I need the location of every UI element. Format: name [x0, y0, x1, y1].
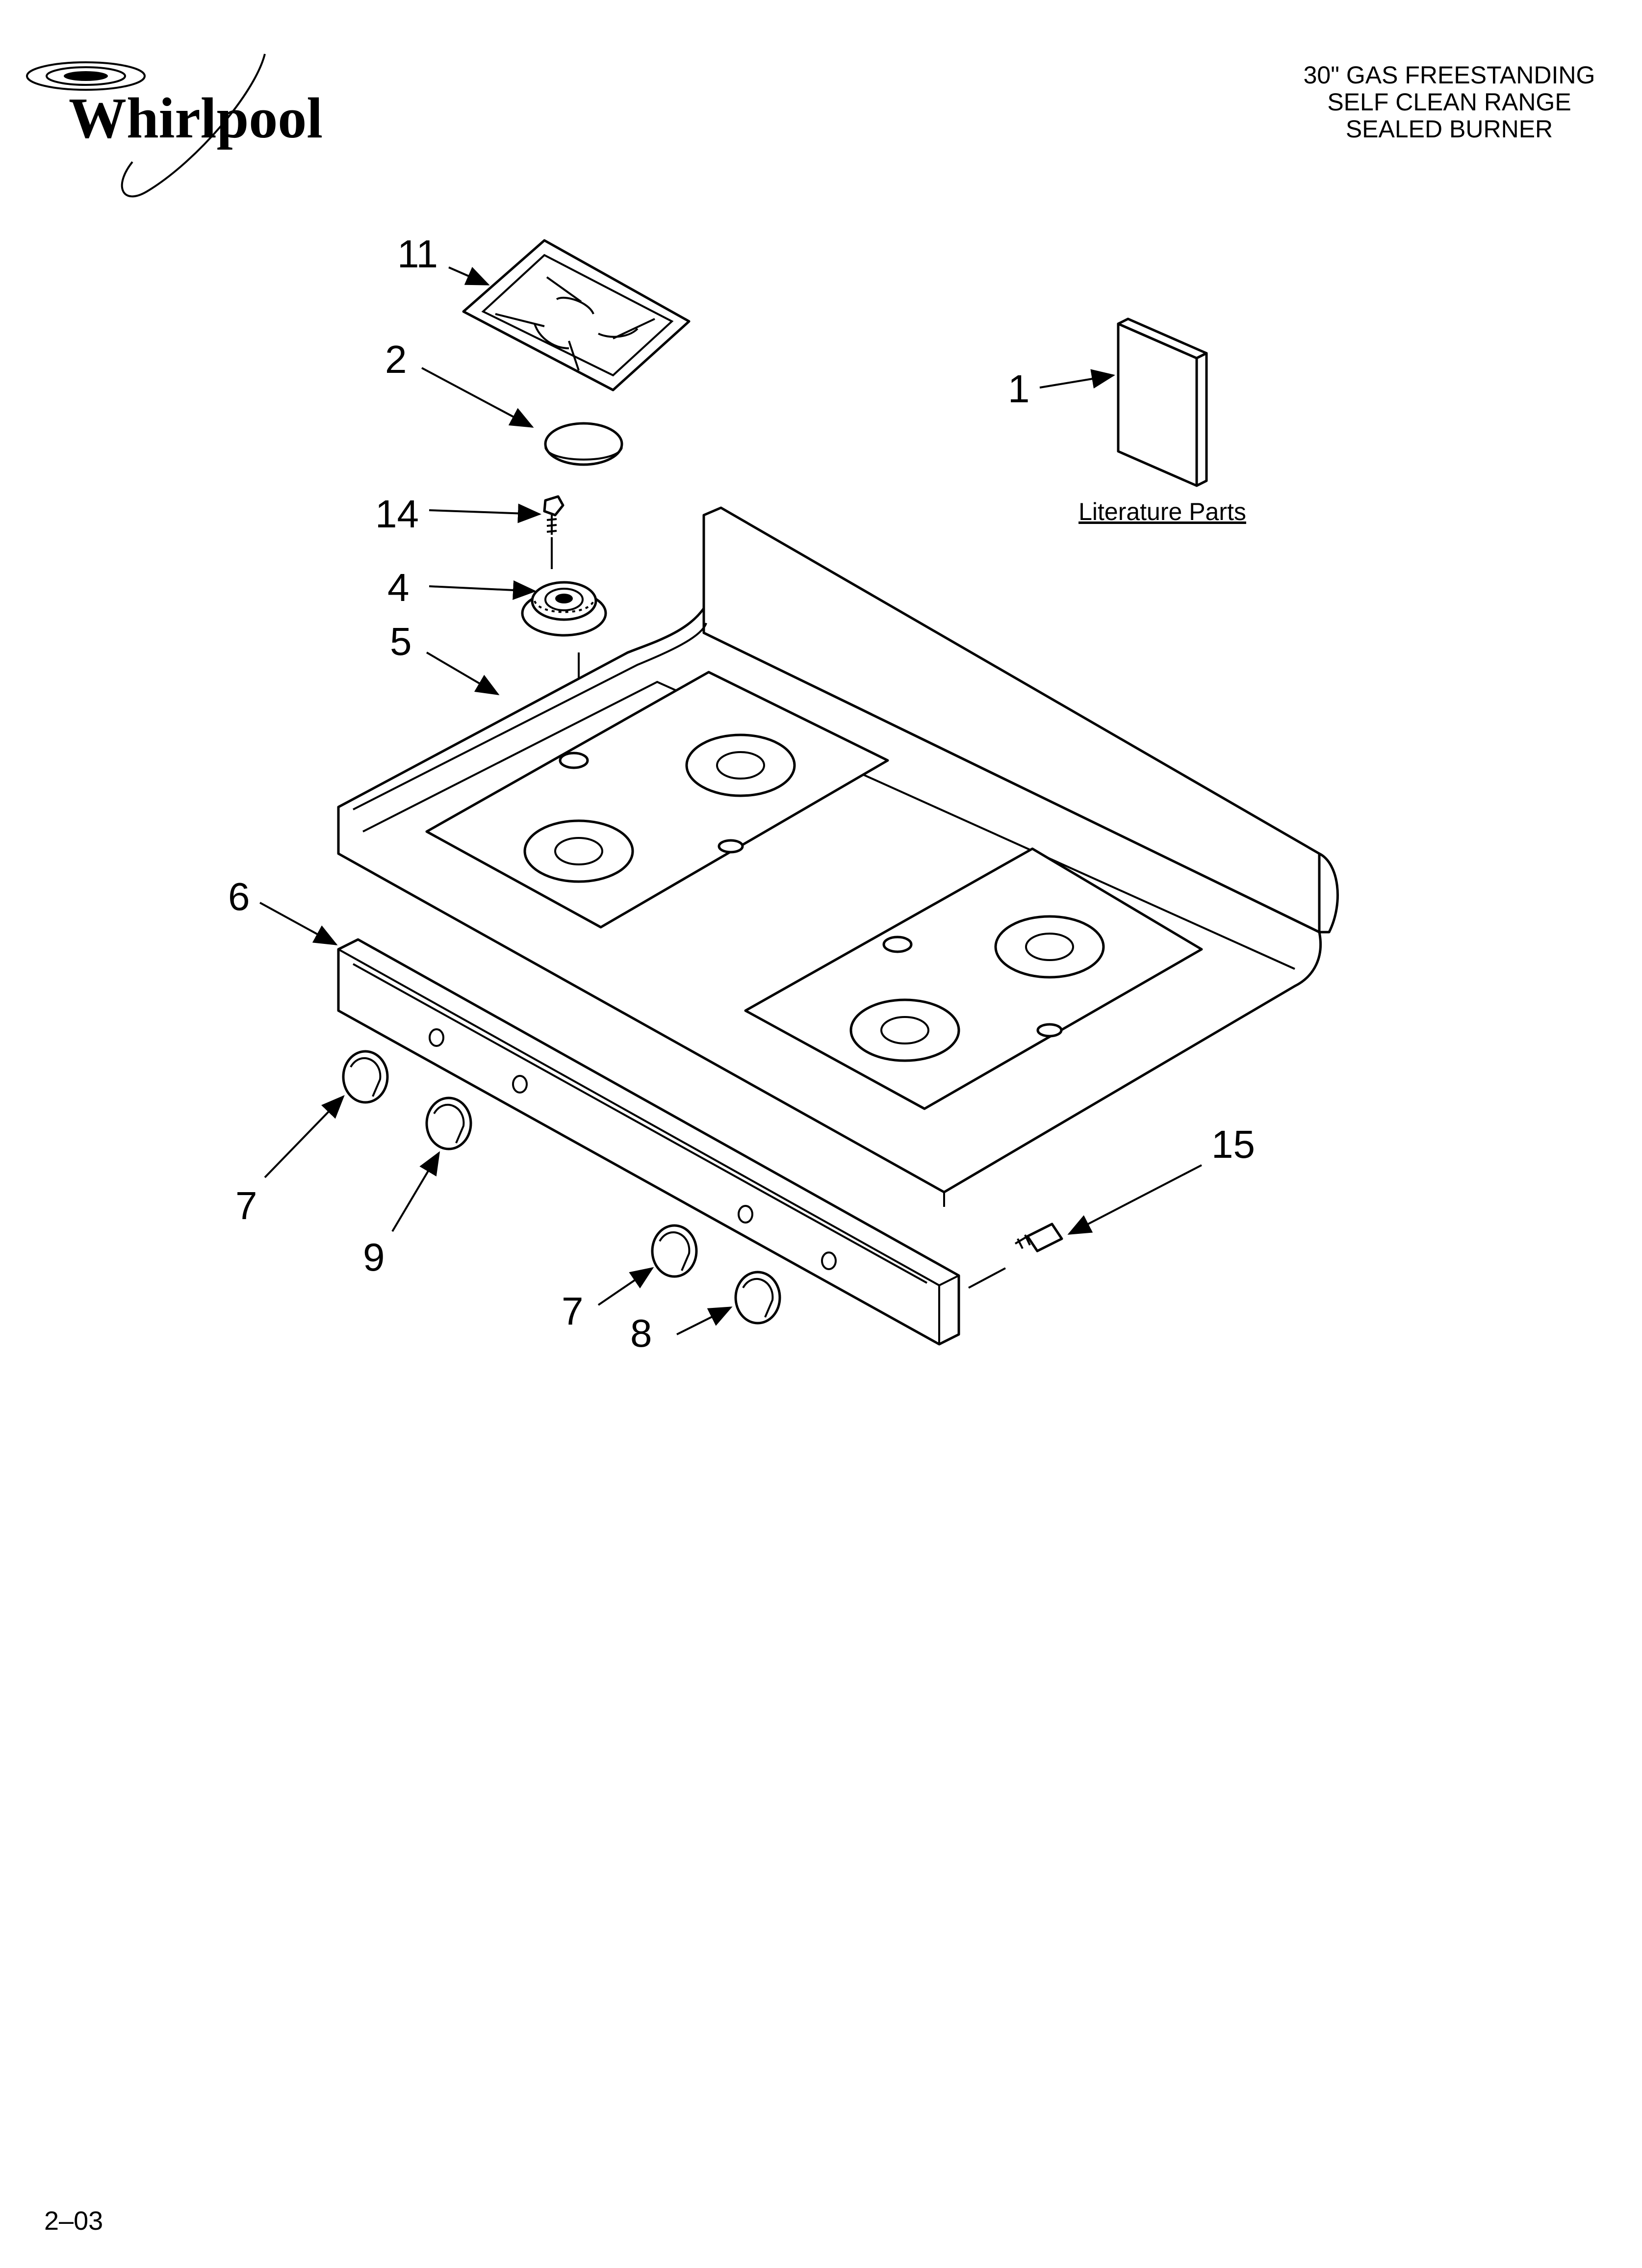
knob-left-b: [425, 1096, 472, 1150]
burner-base: [521, 581, 607, 829]
burner-ring-right-front: [849, 998, 960, 1062]
whirlpool-swirl-icon: [26, 53, 266, 198]
brand-name: Whirlpool: [69, 86, 323, 150]
callout-7-right: 7: [562, 1289, 584, 1333]
knob-right-b: [734, 1271, 781, 1325]
title-line-3: SEALED BURNER: [1346, 115, 1553, 143]
callout-6: 6: [228, 875, 250, 918]
literature-parts: Literature Parts: [1078, 317, 1246, 525]
callout-5: 5: [390, 620, 412, 663]
burner-ring-right-rear: [994, 915, 1105, 979]
title-block: 30" GAS FREESTANDING SELF CLEAN RANGE SE…: [1304, 61, 1595, 143]
screw-side: [1014, 1223, 1063, 1252]
callout-15: 15: [1211, 1122, 1255, 1166]
callout-7-left: 7: [235, 1184, 257, 1227]
callout-1: 1: [1008, 367, 1030, 411]
page-code: 2–03: [44, 2206, 103, 2236]
knob-right-a: [651, 1224, 698, 1278]
callout-9: 9: [363, 1235, 385, 1279]
callout-labels: 11 2 14 4 5 1 6 7 9 7 8 15: [228, 232, 1255, 1355]
title-line-1: 30" GAS FREESTANDING: [1304, 61, 1595, 89]
cooktop: [337, 506, 1339, 1207]
whirlpool-logo: Whirlpool: [26, 53, 323, 198]
callout-4: 4: [387, 566, 410, 609]
callout-2: 2: [385, 338, 407, 381]
burner-ring-left-front: [523, 819, 634, 883]
burner-ring-left-rear: [685, 733, 796, 797]
knob-left-a: [342, 1050, 389, 1104]
callout-14: 14: [375, 492, 419, 536]
callout-11: 11: [397, 232, 438, 276]
title-line-2: SELF CLEAN RANGE: [1327, 88, 1571, 116]
burner-cap: [544, 422, 623, 466]
manifold-panel: [337, 938, 960, 1346]
leader-lines: [259, 266, 1202, 1335]
callout-8: 8: [630, 1311, 652, 1355]
literature-label: Literature Parts: [1078, 498, 1246, 525]
grate: [462, 239, 691, 391]
screw-top: [543, 495, 564, 569]
